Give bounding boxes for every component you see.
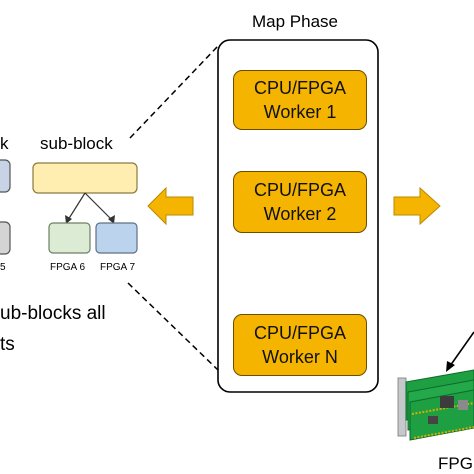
worker-2-box: CPU/FPGA Worker 2 xyxy=(233,171,367,233)
worker-2-line1: CPU/FPGA xyxy=(253,180,346,200)
worker-n-line2: Worker N xyxy=(262,347,338,367)
caption-line-1: ub-blocks all xyxy=(0,303,106,324)
cutoff-label-top: k xyxy=(0,134,9,153)
fpga6-label: FPGA 6 xyxy=(50,262,86,273)
tree-arrowhead-left xyxy=(65,215,72,224)
worker-1-line1: CPU/FPGA xyxy=(253,78,346,98)
zoom-line-top xyxy=(129,45,219,139)
worker-n-box: CPU/FPGA Worker N xyxy=(233,314,367,376)
fpga-board-label: FPG xyxy=(438,454,473,473)
fpga7-label: FPGA 7 xyxy=(100,262,136,273)
worker-1-line2: Worker 1 xyxy=(263,102,337,122)
cutoff-label-small: 5 xyxy=(0,262,6,273)
fpga7-box xyxy=(95,222,138,254)
board-pointer-line xyxy=(449,331,474,367)
cutoff-block-bottom xyxy=(0,221,11,255)
sub-block-label: sub-block xyxy=(40,134,113,153)
zoom-line-bottom xyxy=(127,282,219,371)
worker-2-line2: Worker 2 xyxy=(263,204,337,224)
tree-arrowhead-right xyxy=(108,215,115,224)
board-pointer-arrowhead xyxy=(446,361,455,372)
right-arrow xyxy=(393,186,441,226)
fpga6-box xyxy=(48,222,91,254)
cutoff-block-top xyxy=(0,159,11,193)
map-phase-title: Map Phase xyxy=(252,12,338,31)
worker-n-line1: CPU/FPGA xyxy=(253,323,346,343)
tree-line-left xyxy=(67,192,86,221)
caption-line-2: ts xyxy=(0,334,15,355)
worker-1-box: CPU/FPGA Worker 1 xyxy=(233,70,367,130)
left-arrow xyxy=(147,186,194,226)
fpga-boards-icon xyxy=(397,369,474,441)
sub-block-box xyxy=(32,162,138,194)
tree-line-right xyxy=(84,192,113,221)
